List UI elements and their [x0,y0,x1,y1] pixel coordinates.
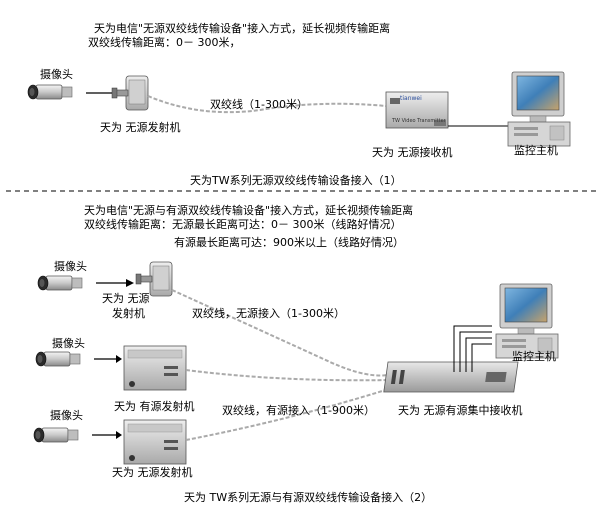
section2-active-tx-label: 天为 有源发射机 [114,400,195,413]
camera-2c-icon [33,427,79,443]
passive-transmitter-2a-icon [135,261,173,297]
section1-heading-line1: 天为电信"无源双绞线传输设备"接入方式，延长视频传输距离 [94,22,391,35]
passive-receiver-1-icon [385,91,449,129]
section2-monitor-label: 监控主机 [512,350,556,363]
passive-transmitter-2c-icon [123,419,187,465]
section2-transmitter1-label-a: 天为 无源 [102,292,150,305]
section1-monitor-label: 监控主机 [514,144,558,157]
active-transmitter-icon [123,345,187,391]
cable-passive-2a [171,289,393,377]
twisted-pair-cable-1 [147,95,387,114]
section2-hub-label: 天为 无源有源集中接收机 [398,404,523,417]
cable-passive-2c [185,387,393,441]
section2-heading-line3: 有源最长距离可达：900米以上（线路好情况） [174,236,404,249]
camera-2a-icon [37,275,83,291]
section2-active-cable-label: 双绞线，有源接入（1-900米） [222,404,375,417]
receiver-model-text: TW Video Transmitter [392,118,446,124]
section2-camera2-label: 摄像头 [52,337,85,350]
section2-camera1-label: 摄像头 [54,260,87,273]
section2-transmitter1-label-b: 发射机 [112,307,145,320]
section1-camera-label: 摄像头 [40,68,73,81]
section1-cable-label: 双绞线（1-300米） [210,98,308,111]
section1-heading-line2: 双绞线传输距离：0－ 300米， [88,36,241,49]
section1-caption: 天为TW系列无源双绞线传输设备接入（1） [190,174,402,187]
section2-passive-tx2-label: 天为 无源发射机 [112,466,193,479]
section2-camera3-label: 摄像头 [50,409,83,422]
cable-active [185,369,393,382]
section1-transmitter-label: 天为 无源发射机 [100,121,181,134]
central-receiver-rack-icon [383,361,519,393]
section2-caption: 天为 TW系列无源与有源双绞线传输设备接入（2） [184,491,433,504]
camera-1-icon [27,84,73,100]
receiver-brand-text: tianwei [400,95,422,102]
section2-heading-line2: 双绞线传输距离：无源最长距离可达：0－ 300米（线路好情况） [84,218,402,231]
section2-passive-cable-label: 双绞线，无源接入（1-300米） [192,307,345,320]
section2-heading-line1: 天为电信"无源与有源双绞线传输设备"接入方式，延长视频传输距离 [84,204,414,217]
camera-2b-icon [35,351,81,367]
monitor-2-icon [495,283,559,359]
passive-transmitter-1-icon [111,75,149,111]
section1-receiver-label: 天为 无源接收机 [372,146,453,159]
monitor-1-icon [507,71,571,147]
